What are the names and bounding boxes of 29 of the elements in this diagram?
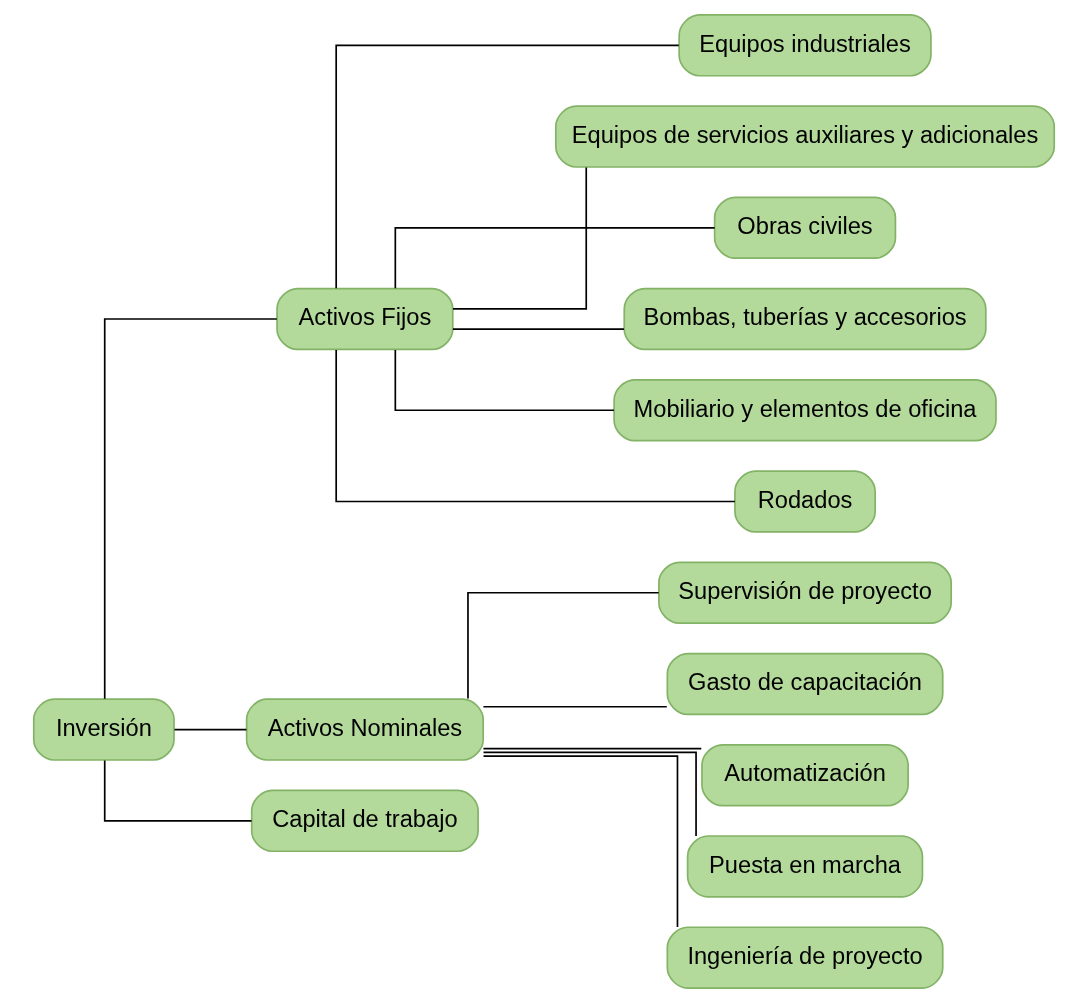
connector <box>334 349 736 503</box>
connector <box>466 591 659 700</box>
connector <box>334 44 680 289</box>
connector <box>393 349 615 412</box>
node-box: Capital de trabajo <box>250 789 479 853</box>
connector <box>482 755 678 928</box>
connector <box>451 166 587 310</box>
node-box: Rodados <box>733 470 876 533</box>
node-box: Puesta en marcha <box>686 835 923 898</box>
connector <box>482 747 702 750</box>
connector <box>173 728 247 731</box>
node-box: Activos Fijos <box>275 287 454 351</box>
node-box: Bombas, tuberías y accesorios <box>622 287 987 351</box>
node-box: Activos Nominales <box>245 698 484 761</box>
node-box: Inversión <box>32 698 175 761</box>
connector <box>482 751 697 837</box>
connector <box>103 759 252 822</box>
node-box: Mobiliario y elementos de oficina <box>612 379 997 442</box>
node-box: Equipos de servicios auxiliares y adicionales <box>554 105 1055 168</box>
node-box: Obras civiles <box>713 196 896 260</box>
connector <box>103 318 278 700</box>
node-box: Automatización <box>700 743 909 807</box>
node-box: Supervisión de proyecto <box>657 561 952 624</box>
connector <box>482 705 668 708</box>
connector <box>451 328 625 330</box>
node-box: Gasto de capacitación <box>666 652 944 716</box>
connector <box>393 226 715 289</box>
node-box: Ingeniería de proyecto <box>666 926 944 989</box>
node-box: Equipos industriales <box>677 14 932 77</box>
